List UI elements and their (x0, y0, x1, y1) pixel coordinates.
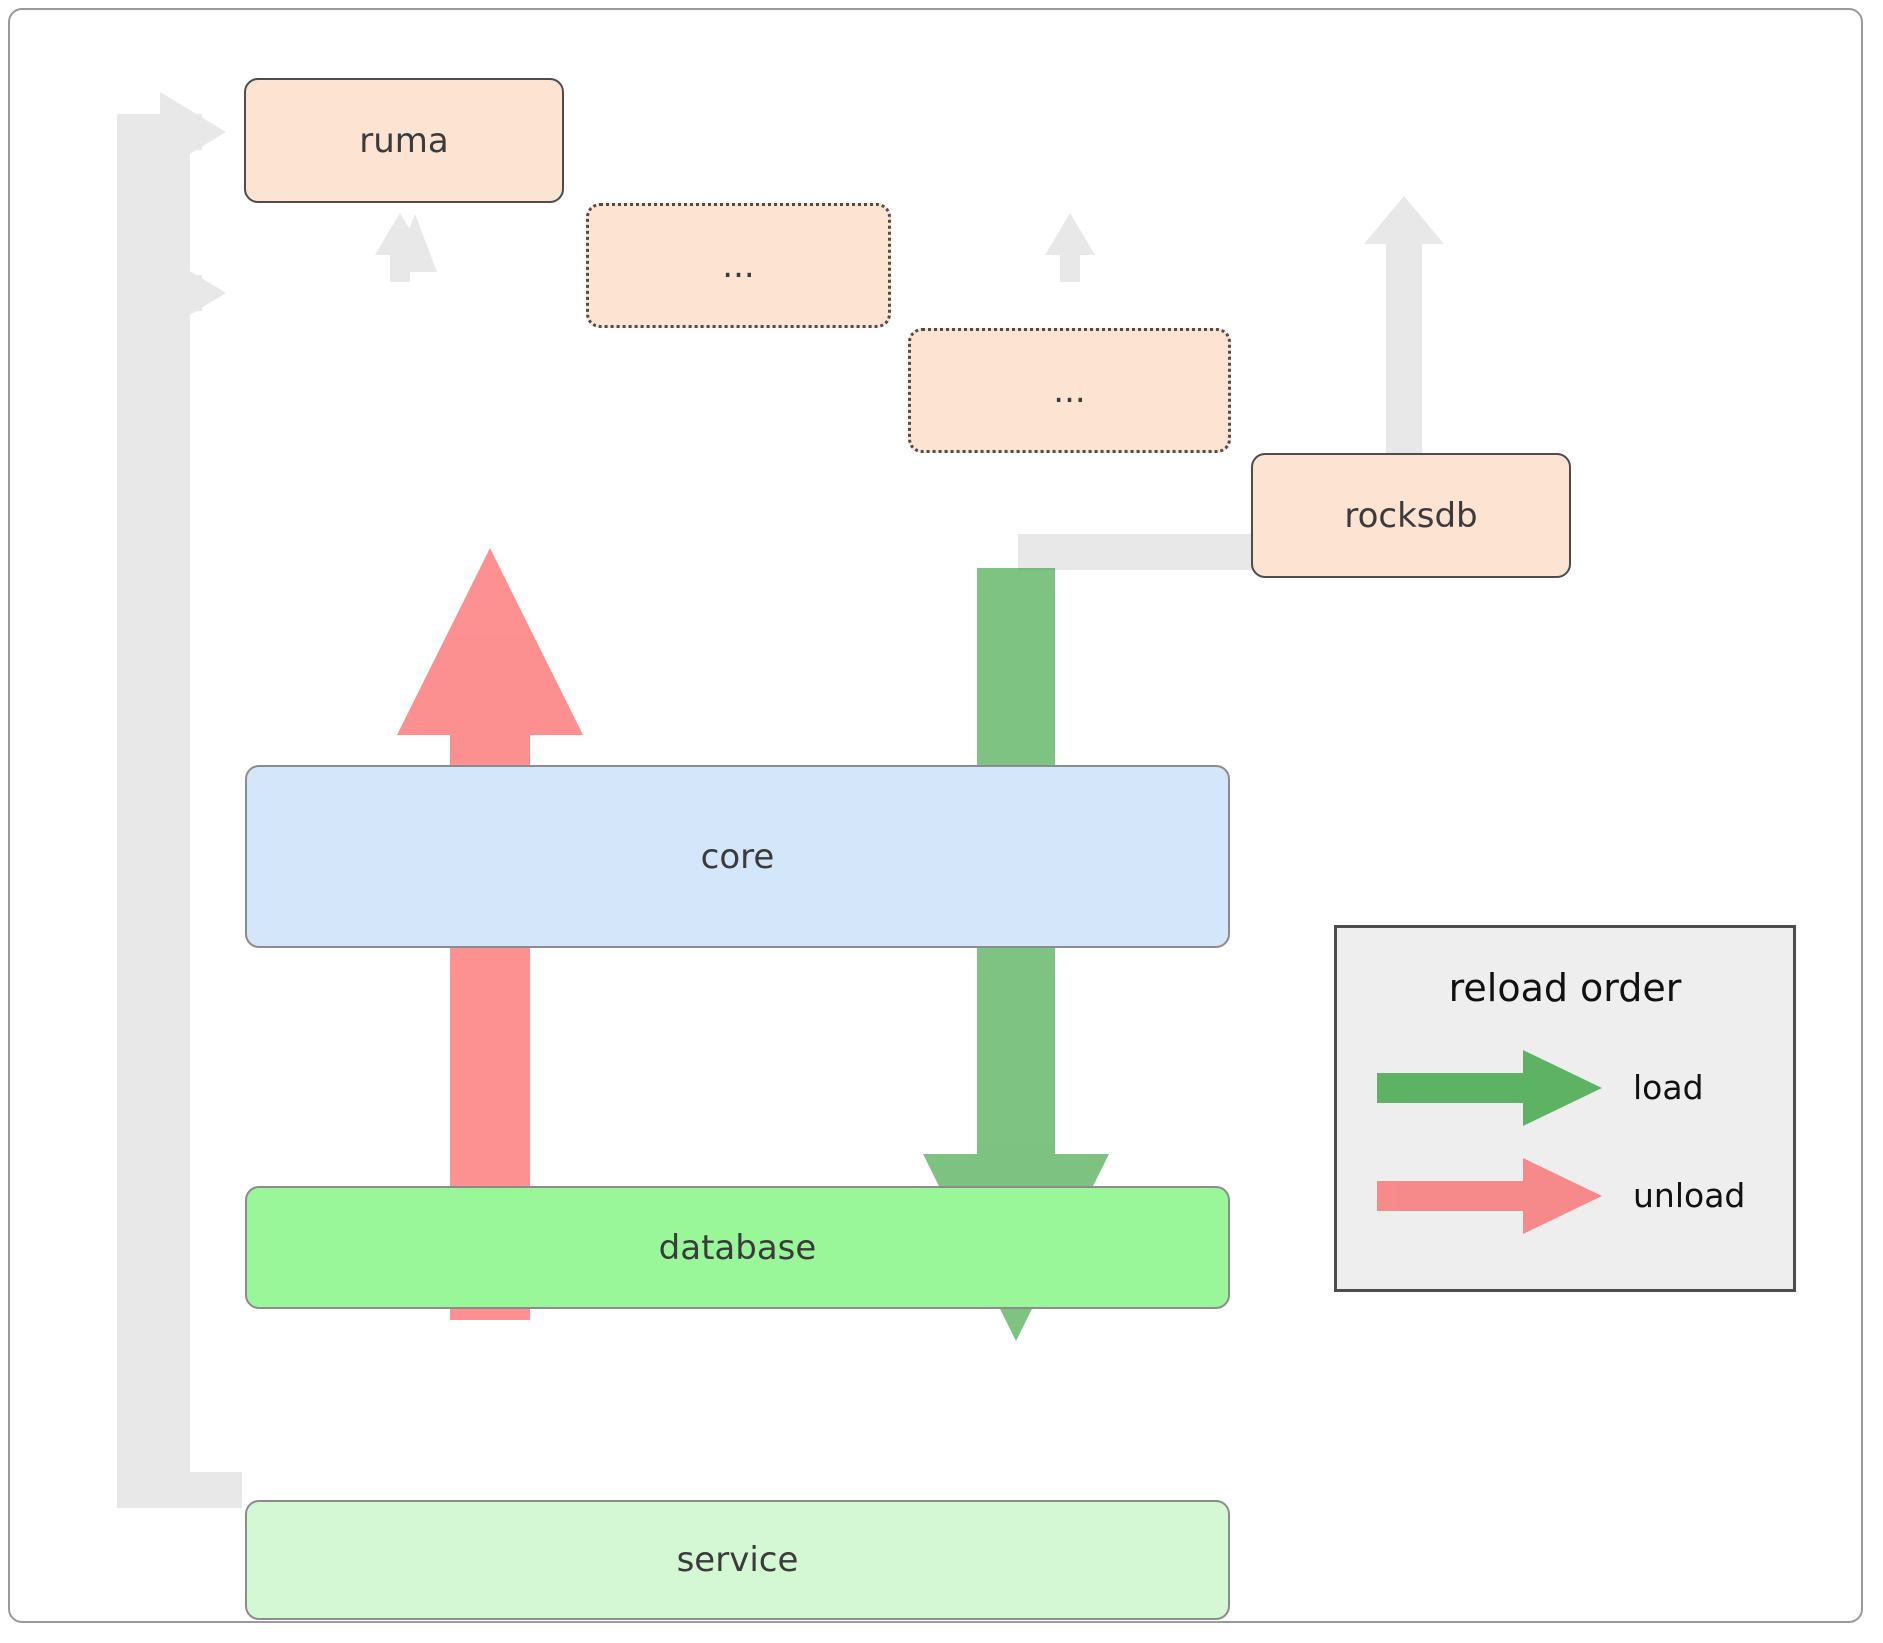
node-core-label: core (700, 836, 775, 877)
node-service-label: service (676, 1540, 799, 1580)
node-ellipsis-top-2-label: ... (1053, 370, 1086, 411)
node-ellipsis-top-2[interactable]: ... (908, 328, 1231, 453)
node-service[interactable]: service (245, 1500, 1230, 1620)
node-ellipsis-top-1-label: ... (722, 245, 755, 286)
legend-unload-arrow (1377, 1158, 1602, 1234)
node-core[interactable]: core (245, 765, 1230, 948)
legend-label-load: load (1633, 1068, 1704, 1107)
legend-label-unload: unload (1633, 1176, 1746, 1215)
legend-arrows (1377, 1050, 1602, 1234)
node-rocksdb[interactable]: rocksdb (1251, 453, 1571, 578)
legend-load-arrow (1377, 1050, 1602, 1126)
node-database-label: database (658, 1227, 817, 1268)
node-rocksdb-label: rocksdb (1344, 495, 1478, 536)
node-database[interactable]: database (245, 1186, 1230, 1309)
node-ruma[interactable]: ruma (244, 78, 564, 203)
node-ellipsis-top-1[interactable]: ... (586, 203, 891, 328)
legend-panel: reload order load unload (1334, 925, 1796, 1292)
legend-title: reload order (1448, 966, 1682, 1010)
node-ruma-label: ruma (359, 120, 449, 161)
